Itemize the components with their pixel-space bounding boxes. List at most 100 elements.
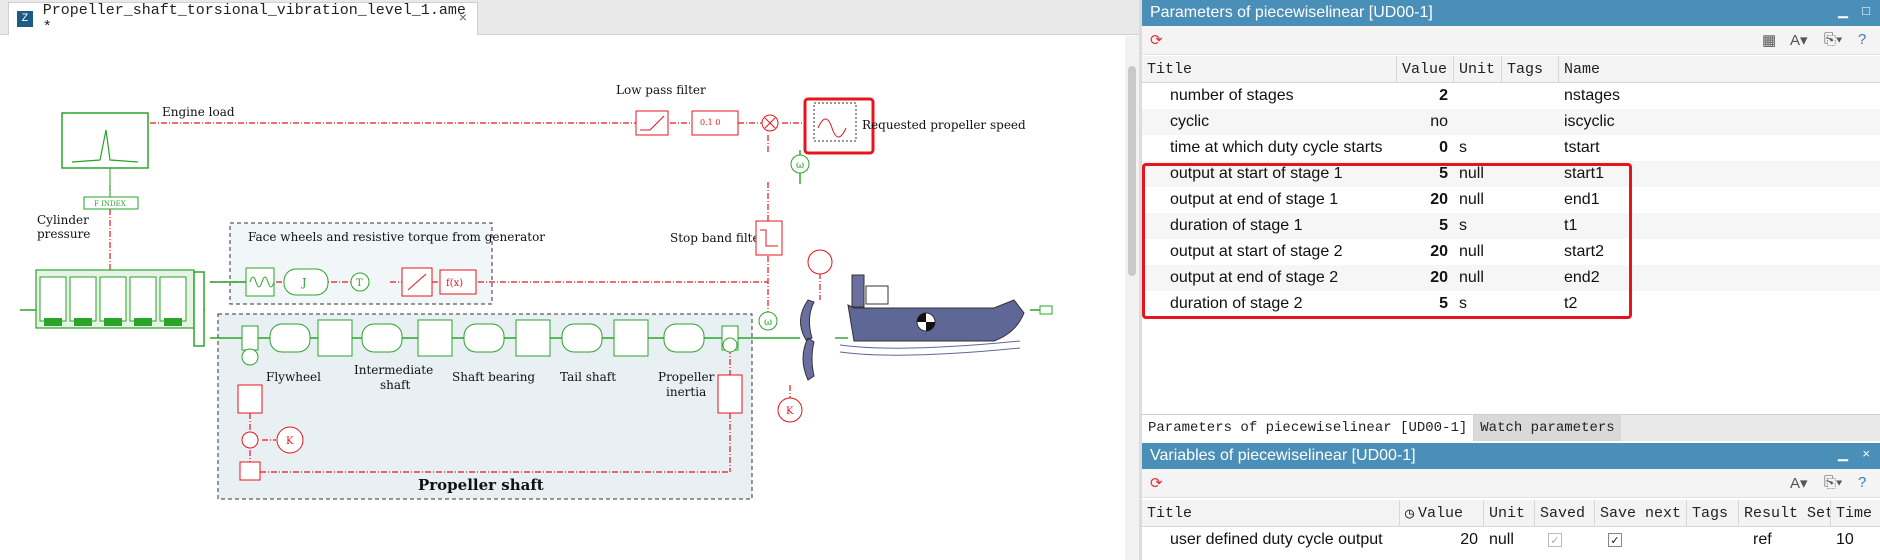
maximize-icon[interactable]: □	[1862, 3, 1870, 18]
refresh-icon[interactable]: ⟳	[1150, 475, 1163, 492]
parameter-unit: s	[1459, 139, 1467, 156]
variable-tags	[1687, 527, 1739, 553]
parameter-value[interactable]: 5	[1439, 217, 1448, 234]
propeller-shaft-sensor[interactable]	[722, 337, 738, 353]
help-icon[interactable]: ?	[1858, 31, 1867, 48]
torque-source[interactable]	[350, 272, 370, 292]
ship-icon[interactable]	[839, 274, 1053, 356]
face-wheel-inertia[interactable]	[283, 268, 329, 296]
column-header-tags[interactable]: Tags	[1687, 500, 1739, 526]
engine-crank-block[interactable]	[35, 269, 205, 347]
propeller-gain[interactable]	[717, 374, 743, 414]
saved-checkbox: ✓	[1535, 527, 1595, 553]
variable-result-set: ref	[1753, 531, 1772, 548]
export-icon[interactable]: ⎘▾	[1824, 31, 1843, 48]
thrust-sensor[interactable]	[807, 249, 833, 275]
editor-tab[interactable]: Z Propeller_shaft_torsional_vibration_le…	[8, 2, 478, 36]
tab-parameters[interactable]: Parameters of piecewiselinear [UD00-1]	[1142, 415, 1475, 441]
column-header-result-set[interactable]: Result Set	[1739, 500, 1831, 526]
sketch-canvas[interactable]: Engine load F INDEX Cylinder pressure Fa…	[0, 36, 1125, 560]
flywheel-gain[interactable]	[237, 384, 263, 414]
editor-tab-title: Propeller_shaft_torsional_vibration_leve…	[42, 2, 466, 36]
propeller-speed-sensor[interactable]	[758, 311, 778, 331]
export-icon[interactable]: ⎘▾	[1824, 474, 1843, 491]
parameter-value[interactable]: no	[1430, 113, 1448, 130]
parameters-table: Title Value Unit Tags Name number of sta…	[1142, 56, 1880, 317]
flywheel-sensor[interactable]	[241, 348, 259, 366]
face-wheel-spring[interactable]	[245, 267, 275, 297]
column-header-title[interactable]: Title	[1142, 500, 1400, 526]
minimize-icon[interactable]: ▁	[1838, 3, 1848, 18]
parameter-value[interactable]: 20	[1430, 269, 1448, 286]
flywheel-sum[interactable]	[241, 431, 259, 449]
variables-panel: Variables of piecewiselinear [UD00-1] ▁ …	[1142, 443, 1880, 560]
editor-vertical-scrollbar[interactable]	[1125, 36, 1139, 560]
parameter-name: iscyclic	[1564, 113, 1615, 130]
layout-icon[interactable]: ▦	[1762, 32, 1777, 49]
parameters-panel-title: Parameters of piecewiselinear [UD00-1]	[1150, 4, 1433, 21]
close-tab-icon[interactable]: ×	[458, 9, 467, 25]
propeller-inertia-label-2: inertia	[666, 385, 706, 399]
column-header-save-next[interactable]: Save next	[1595, 500, 1687, 526]
parameter-name: t2	[1564, 295, 1578, 312]
close-icon[interactable]: ×	[1862, 446, 1870, 461]
column-header-name[interactable]: Name	[1564, 60, 1601, 78]
refresh-icon[interactable]: ⟳	[1150, 32, 1163, 49]
font-icon[interactable]: A▾	[1790, 32, 1808, 49]
rho-constant[interactable]	[777, 397, 803, 423]
column-header-saved[interactable]: Saved	[1535, 500, 1595, 526]
parameter-value[interactable]: 2	[1439, 87, 1448, 104]
font-icon[interactable]: A▾	[1790, 475, 1808, 492]
tab-watch-parameters[interactable]: Watch parameters	[1474, 415, 1621, 441]
column-header-value[interactable]: ◷Value	[1400, 500, 1484, 526]
scroll-thumb[interactable]	[1128, 66, 1136, 276]
panel-splitter[interactable]	[1139, 0, 1142, 560]
speed-sensor[interactable]	[790, 154, 810, 174]
parameter-value[interactable]: 0	[1439, 139, 1448, 156]
help-icon[interactable]: ?	[1858, 474, 1867, 491]
column-header-unit[interactable]: Unit	[1484, 500, 1535, 526]
minimize-icon[interactable]: ▁	[1838, 446, 1848, 461]
parameter-value[interactable]: 5	[1439, 165, 1448, 182]
parameter-title: number of stages	[1170, 87, 1294, 104]
generator-function[interactable]	[439, 269, 477, 295]
parameter-title: output at end of stage 1	[1170, 191, 1339, 208]
engine-speed-sensor[interactable]	[83, 196, 139, 210]
propeller-icon[interactable]	[800, 299, 815, 381]
parameter-unit: null	[1459, 191, 1484, 208]
variable-value[interactable]: 20	[1460, 531, 1478, 548]
column-header-title[interactable]: Title	[1142, 56, 1397, 82]
parameter-name: tstart	[1564, 139, 1600, 156]
parameter-tags	[1502, 135, 1559, 161]
svg-text:ω: ω	[796, 160, 804, 171]
stop-band-filter-block[interactable]	[755, 220, 783, 256]
column-header-unit[interactable]: Unit	[1454, 56, 1502, 82]
constant-k[interactable]	[276, 426, 304, 454]
parameter-unit	[1454, 83, 1502, 109]
parameters-header-row: Title Value Unit Tags Name	[1142, 56, 1880, 83]
parameter-value[interactable]: 5	[1439, 295, 1448, 312]
parameter-value[interactable]: 20	[1430, 243, 1448, 260]
pid-block[interactable]	[691, 110, 739, 136]
parameter-value[interactable]: 20	[1430, 191, 1448, 208]
engine-load-block[interactable]	[61, 112, 149, 169]
limiter-block[interactable]	[239, 461, 261, 481]
variables-row[interactable]: user defined duty cycle output 20 null ✓…	[1142, 527, 1880, 553]
column-header-tags[interactable]: Tags	[1502, 56, 1559, 82]
low-pass-filter-block[interactable]	[635, 110, 669, 136]
svg-text:f(x): f(x)	[446, 278, 463, 289]
parameter-name: start2	[1564, 243, 1605, 260]
svg-text:ω: ω	[764, 317, 772, 328]
column-header-value[interactable]: Value	[1397, 56, 1454, 82]
shaft-chain[interactable]	[241, 319, 739, 357]
column-header-time[interactable]: Time in	[1836, 504, 1880, 522]
save-next-checkbox[interactable]: ✓	[1595, 527, 1687, 553]
